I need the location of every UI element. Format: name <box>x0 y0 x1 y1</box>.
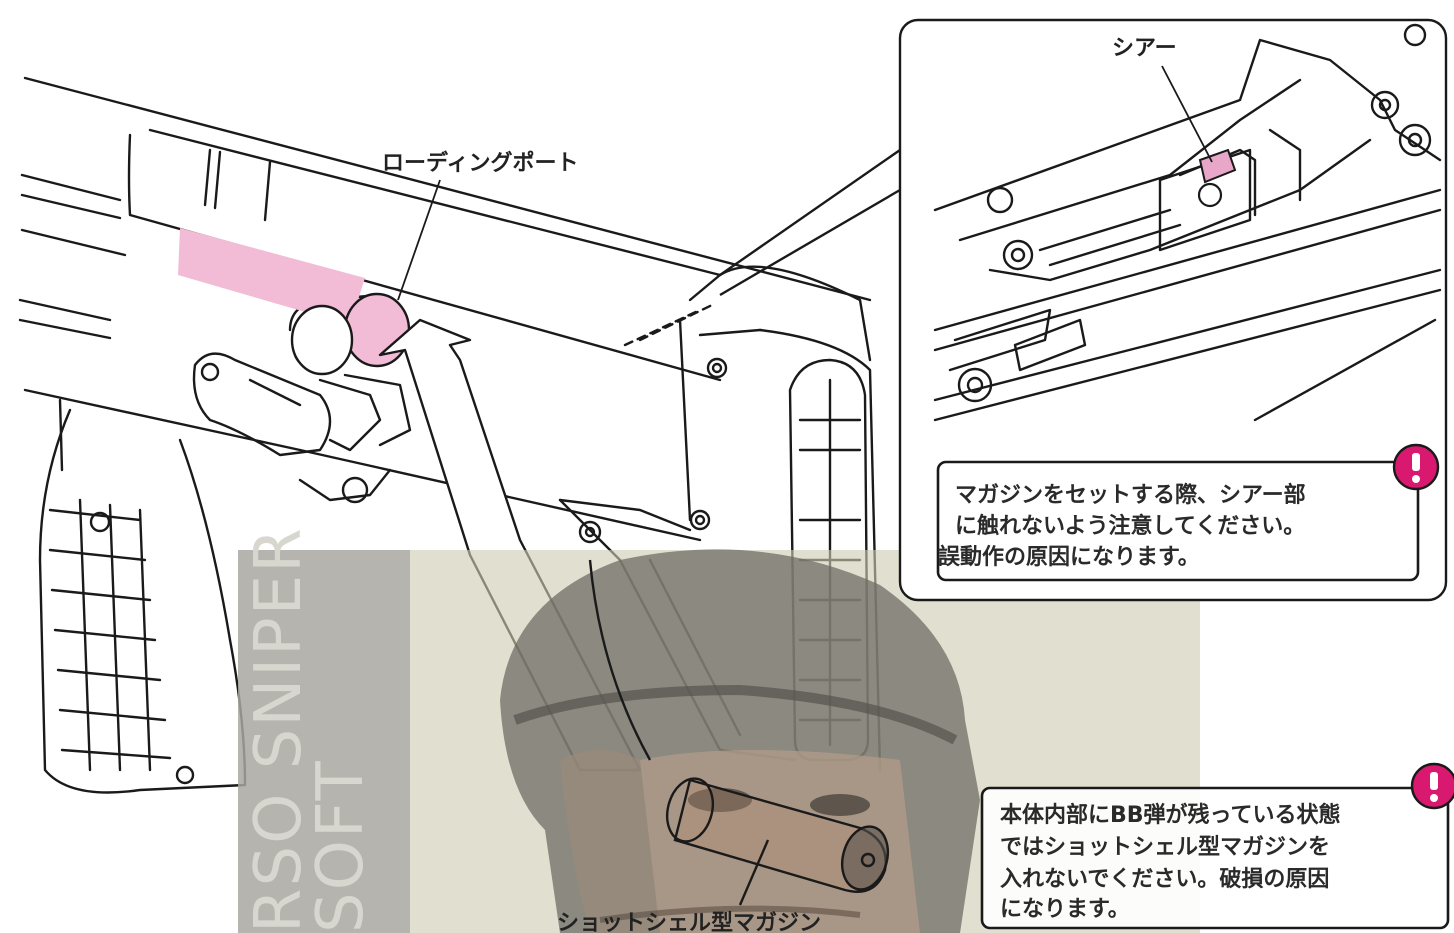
warning-note-1: マガジンをセットする際、シアー部 に触れないよう注意してください。 誤動作の原因… <box>936 443 1440 582</box>
sear-label: シアー <box>1112 36 1177 61</box>
note-1-line-3: 誤動作の原因になります。 <box>938 544 1200 570</box>
sear-leader-line <box>1161 65 1213 163</box>
warning-note-2: 本体内部にBB弾が残っている状態 ではショットシェル型マガジンを 入れないでくだ… <box>980 762 1454 930</box>
sear-detail-inset: シアー <box>719 18 1448 602</box>
inset-frame <box>898 18 1448 602</box>
exclamation-icon <box>1410 762 1454 810</box>
note-1-line-1: マガジンをセットする際、シアー部 <box>955 482 1306 508</box>
note-1-line-2: に触れないよう注意してください。 <box>955 513 1305 539</box>
watermark-logo: RSO SNIPER SOFT <box>242 526 378 933</box>
watermark-panel-left <box>238 550 410 933</box>
loading-port-leader-line <box>397 179 441 301</box>
loading-port-label: ローディングポート <box>382 150 578 176</box>
note-2-line-2: ではショットシェル型マガジンを <box>1000 835 1330 860</box>
watermark-line-1: RSO SNIPER <box>242 526 316 933</box>
shotshell-magazine <box>588 559 890 906</box>
loading-port-highlight <box>178 228 365 325</box>
note-2-line-3: 入れないでください。破損の原因 <box>1000 866 1329 892</box>
loading-port-opening <box>343 292 411 368</box>
note-2-line-1: 本体内部にBB弾が残っている状態 <box>1000 802 1340 828</box>
watermark-line-2: SOFT <box>304 759 378 933</box>
note-2-line-4: になります。 <box>1000 897 1130 922</box>
shotshell-magazine-label: ショットシェル型マガジン <box>557 911 821 933</box>
sear-part-highlight <box>1198 148 1237 184</box>
exclamation-icon <box>1392 443 1440 491</box>
